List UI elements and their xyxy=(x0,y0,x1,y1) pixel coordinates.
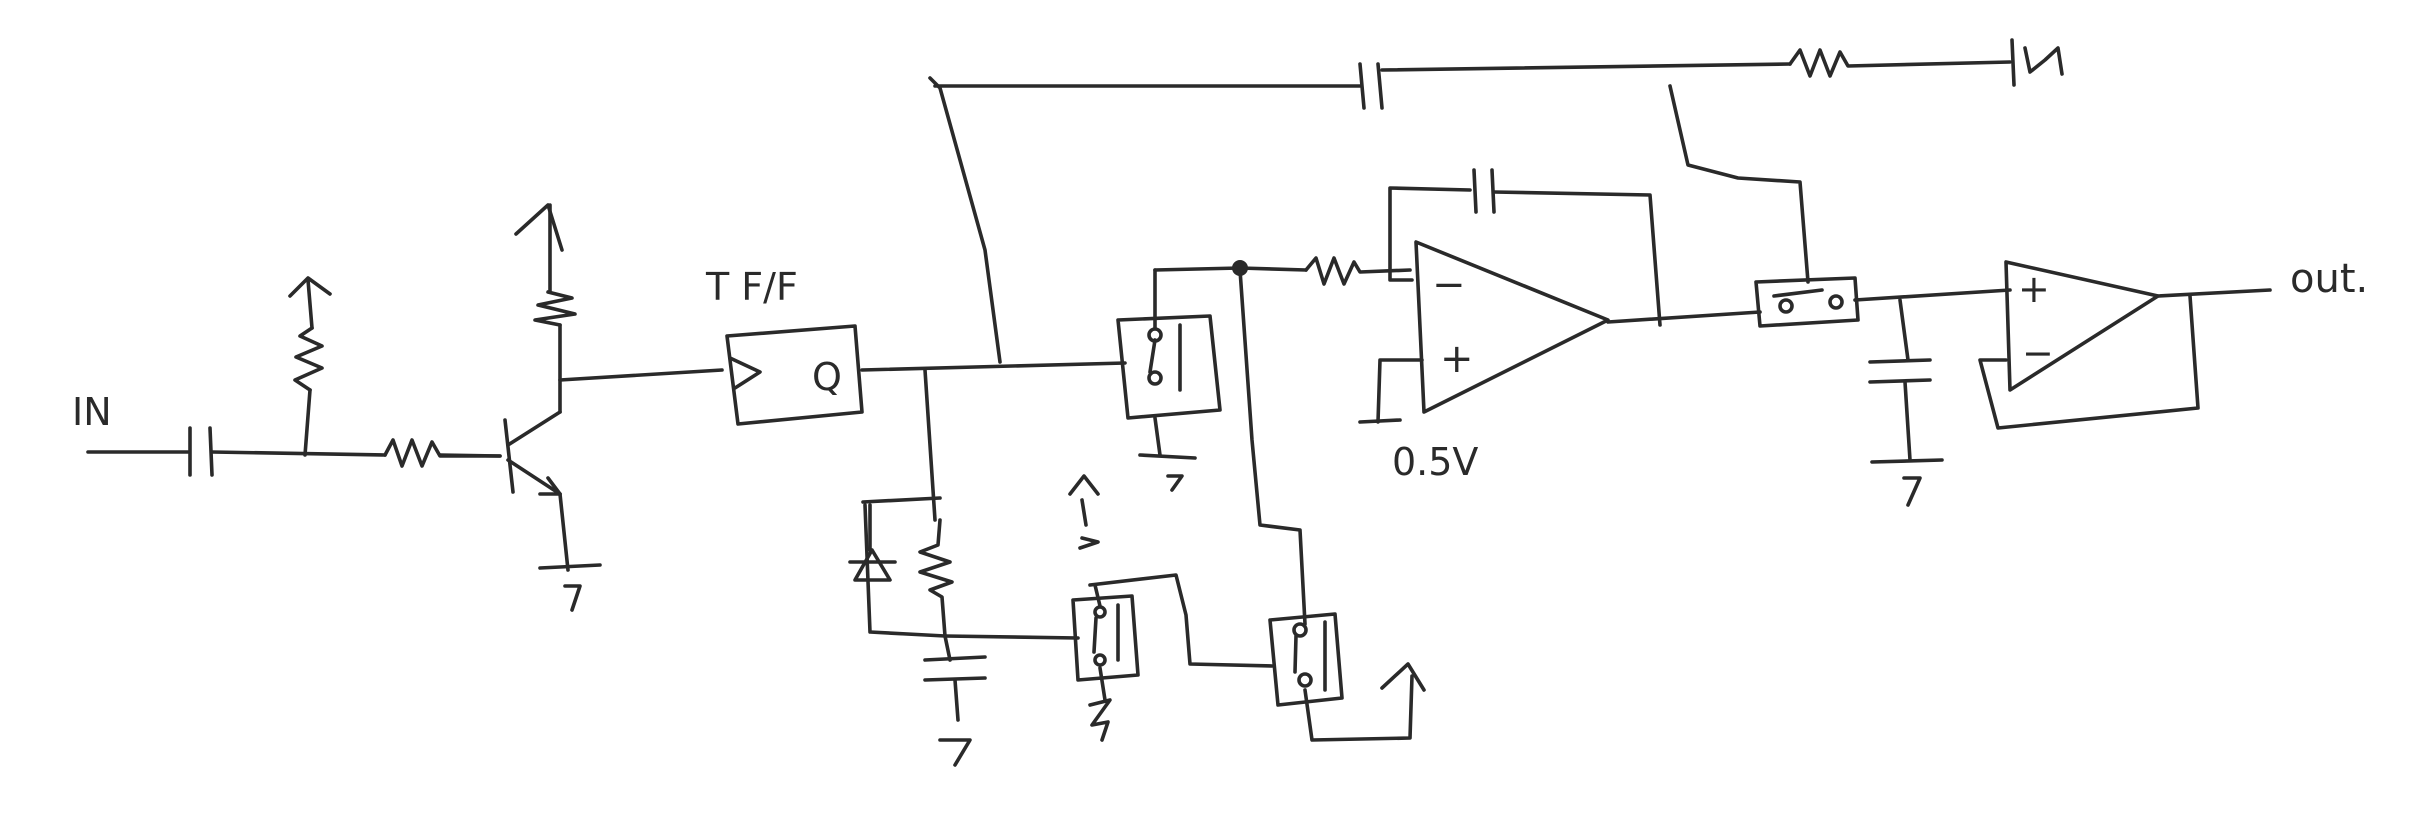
integrator-input-resistor xyxy=(1304,256,1412,286)
integrator-input-node xyxy=(1232,260,1308,626)
svg-text:0.5V: 0.5V xyxy=(1392,440,1478,484)
opamp-buffer: + − xyxy=(2004,260,2160,392)
input-coupling-capacitor xyxy=(86,426,387,477)
timing-node-wire xyxy=(943,634,1080,640)
svg-text:+: + xyxy=(2018,267,2050,311)
svg-text:+: + xyxy=(1440,336,1474,382)
analog-switch-2 xyxy=(1068,474,1140,742)
emitter-ground xyxy=(538,492,602,612)
transistor-to-flipflop-wire xyxy=(558,368,724,382)
supply-arrow-collector xyxy=(514,203,564,252)
top-feedback-wire xyxy=(928,62,1792,364)
discharge-diode xyxy=(848,503,897,582)
input-label: IN xyxy=(72,390,112,434)
collector-resistor xyxy=(533,203,577,414)
t-flipflop-box: Q xyxy=(725,324,864,426)
svg-text:IN: IN xyxy=(72,390,112,434)
analog-switch-1 xyxy=(1116,266,1242,492)
buffer-feedback-wire xyxy=(1978,294,2200,430)
output-wire xyxy=(2156,288,2272,298)
svg-text:Q: Q xyxy=(812,355,842,399)
opamp1-output-wire xyxy=(1606,310,1762,324)
base-resistor xyxy=(383,438,502,468)
sample-switch xyxy=(1668,84,2012,328)
output-label: out. xyxy=(2290,256,2368,302)
svg-text:−: − xyxy=(2022,331,2054,375)
svg-text:out.: out. xyxy=(2290,256,2368,302)
discharge-rc-branch xyxy=(861,368,947,638)
bias-resistor-vertical xyxy=(293,278,324,457)
q-output-bus xyxy=(860,361,1127,372)
top-right-terminal xyxy=(2023,46,2064,76)
hold-capacitor xyxy=(1868,298,1944,507)
analog-switch-3 xyxy=(1268,612,1426,742)
switch2-to-switch3-wire xyxy=(1088,573,1274,668)
svg-text:T F/F: T F/F xyxy=(705,265,798,309)
reference-wire: 0.5V xyxy=(1358,358,1478,484)
svg-text:−: − xyxy=(1432,262,1466,308)
opamp-integrator: − + xyxy=(1414,240,1610,414)
integrator-feedback-capacitor xyxy=(1388,168,1662,327)
timing-capacitor-left xyxy=(923,634,987,767)
supply-arrow-bias xyxy=(288,276,332,298)
transistor xyxy=(438,410,562,496)
top-right-resistor xyxy=(1788,38,2016,87)
flipflop-title: T F/F xyxy=(705,265,798,309)
discharge-resistor xyxy=(918,518,954,638)
